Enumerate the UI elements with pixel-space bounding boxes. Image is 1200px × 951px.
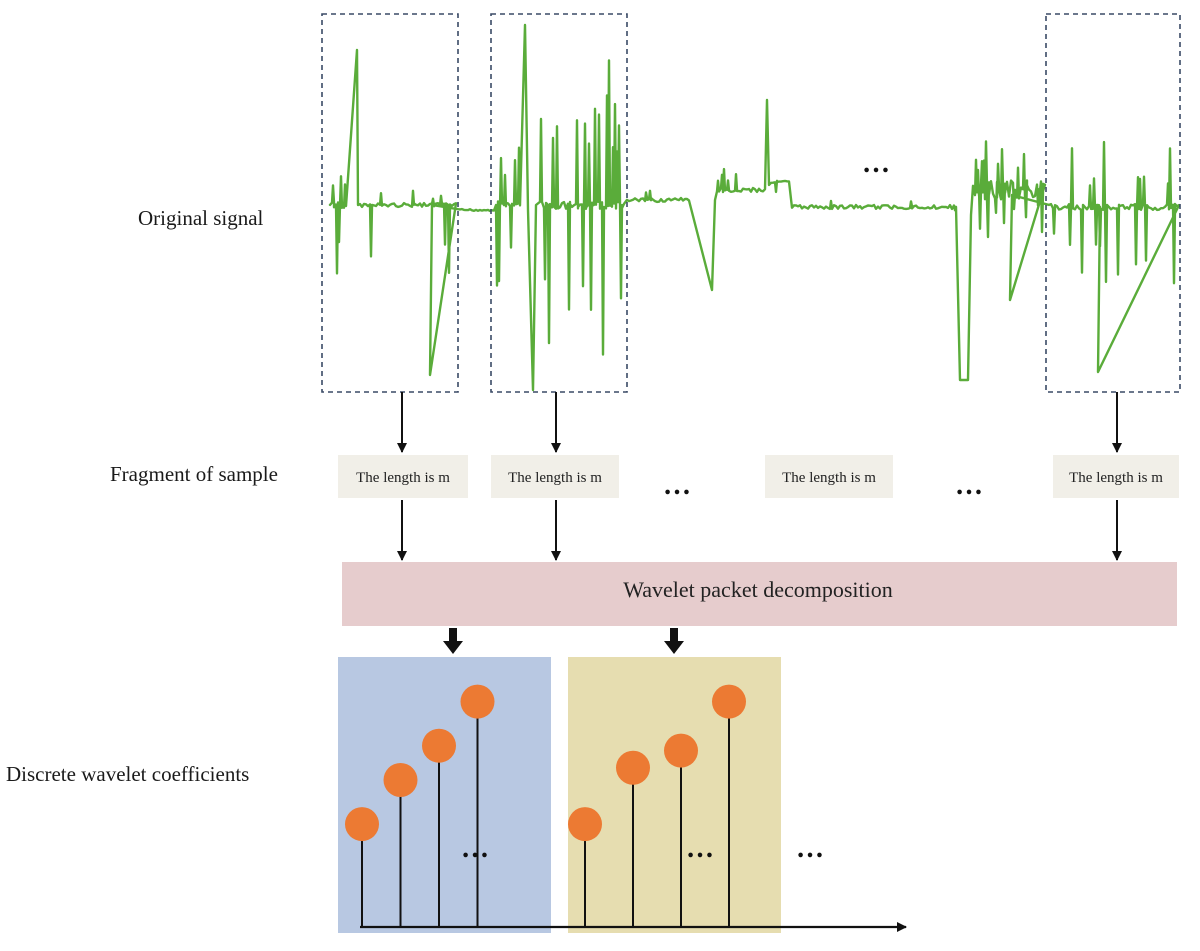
thick-arrow-head xyxy=(664,641,684,654)
signal-ellipsis: … xyxy=(862,148,890,179)
coefficient-ellipsis: … xyxy=(461,833,489,864)
decomposition-label: Wavelet packet decomposition xyxy=(623,577,892,602)
fragment-text: The length is m xyxy=(1069,470,1163,486)
original-signal xyxy=(328,23,1181,392)
thick-arrow-shaft xyxy=(670,628,678,642)
sampling-windows xyxy=(321,13,1181,393)
coefficient-group-panel xyxy=(338,657,551,933)
coefficient-dot xyxy=(383,763,418,797)
fragment-box xyxy=(1053,455,1179,498)
fragment-to-decomposition-arrows xyxy=(397,500,1122,561)
original-signal-label: Original signal xyxy=(138,206,264,230)
fragment-text: The length is m xyxy=(356,470,450,486)
window-to-fragment-arrows xyxy=(397,392,1122,453)
fragment-box xyxy=(491,455,619,498)
coefficient-dot xyxy=(345,807,379,842)
discrete-coefficients-label: Discrete wavelet coefficients xyxy=(6,762,249,786)
coefficient-group-panel xyxy=(568,657,781,933)
coefficient-dot xyxy=(616,750,650,785)
thick-arrow-shaft xyxy=(449,628,457,642)
coefficient-dot xyxy=(422,728,456,763)
signal-waveform xyxy=(328,23,1181,392)
sampling-window xyxy=(1045,13,1181,393)
fragment-text: The length is m xyxy=(508,470,602,486)
decomposition-to-coefficients-arrows xyxy=(443,628,684,654)
fragment-ellipsis: … xyxy=(955,470,983,501)
sampling-window xyxy=(490,13,628,393)
coefficient-dot xyxy=(664,733,698,768)
fragment-of-sample-label: Fragment of sample xyxy=(110,462,278,486)
fragment-ellipsis: … xyxy=(663,470,691,501)
coefficient-dot xyxy=(568,807,602,842)
fragment-text: The length is m xyxy=(782,470,876,486)
fragment-row: The length is m The length is m The leng… xyxy=(338,455,1179,501)
sampling-window xyxy=(321,13,459,393)
coefficient-stems xyxy=(345,684,746,927)
thick-arrow-head xyxy=(443,641,463,654)
fragment-box xyxy=(338,455,468,498)
coefficient-ellipsis: … xyxy=(686,833,714,864)
coefficient-ellipsis: … xyxy=(796,833,824,864)
fragment-box xyxy=(765,455,893,498)
coefficient-dot xyxy=(460,684,495,719)
decomposition-bar xyxy=(342,562,1177,626)
coefficient-dot xyxy=(712,684,746,719)
